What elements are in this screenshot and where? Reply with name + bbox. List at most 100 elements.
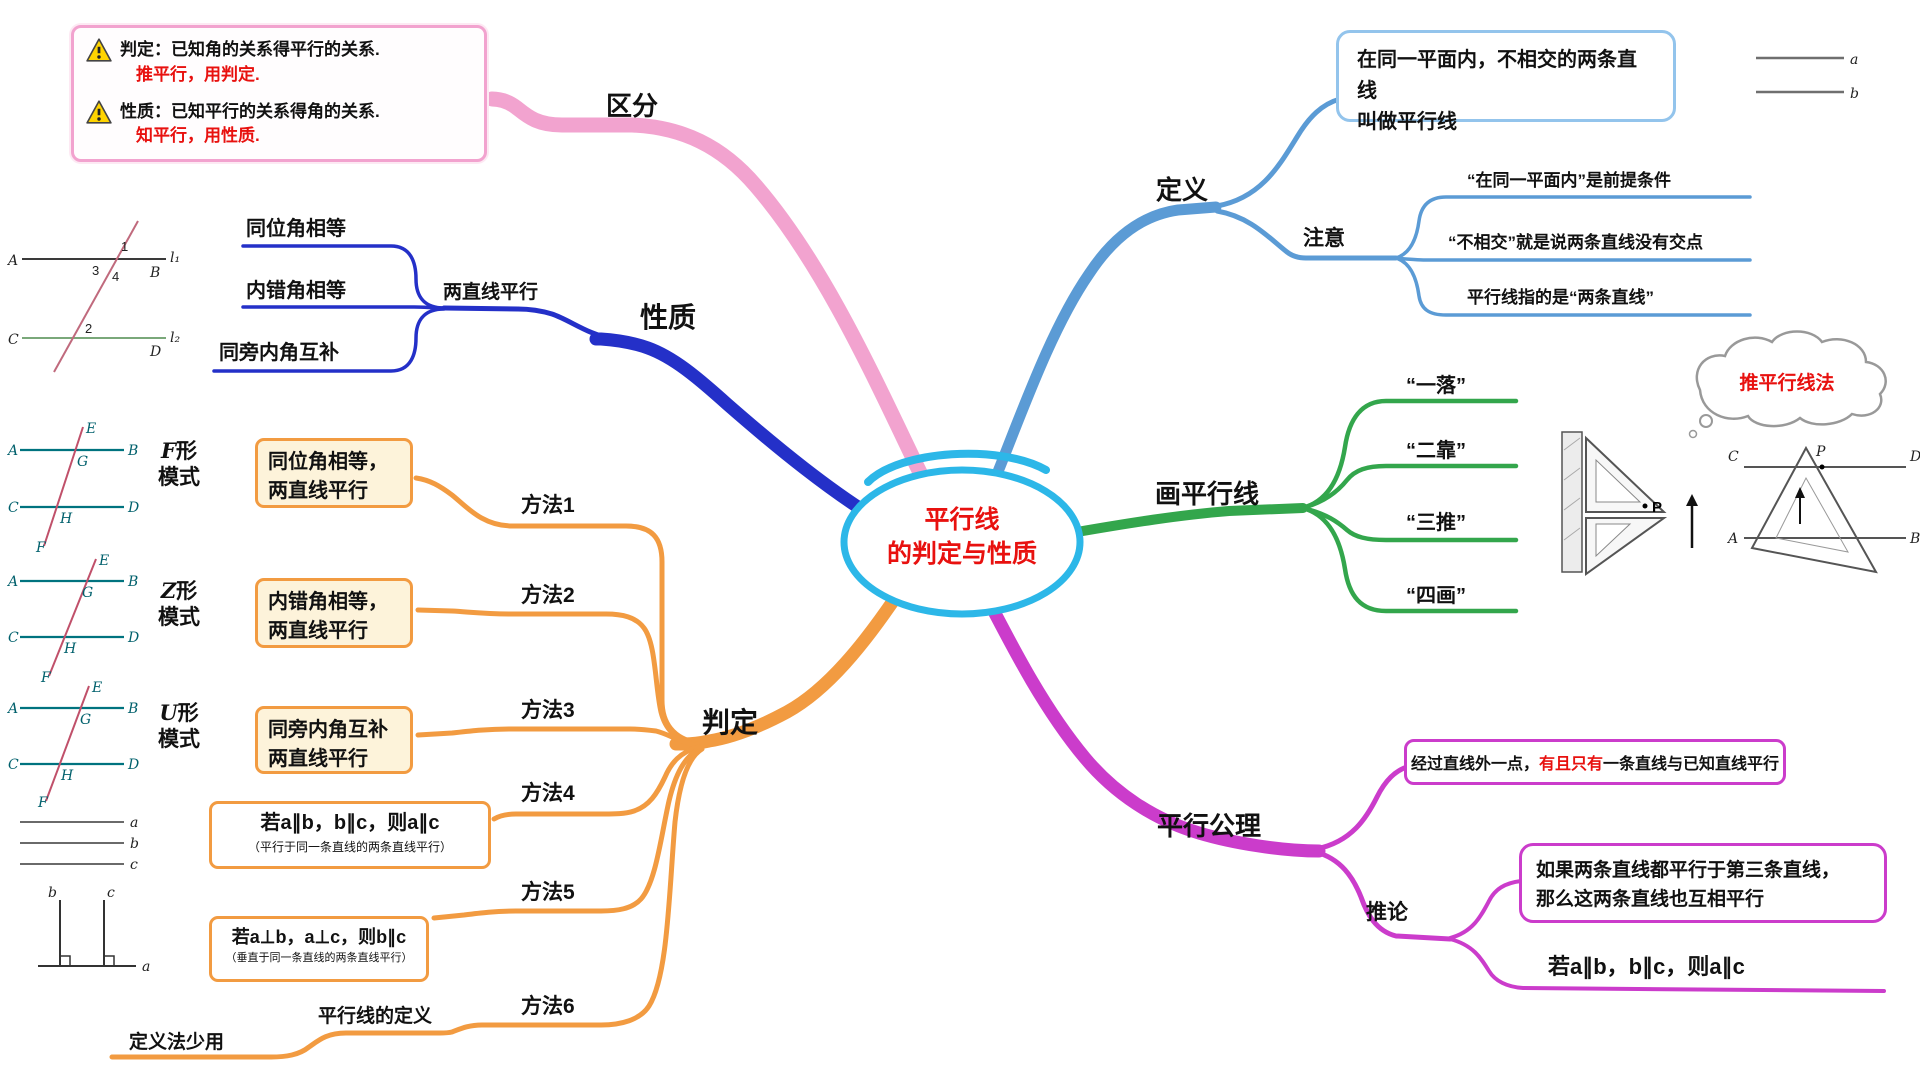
diagram-label: a [130,815,138,831]
item-alternate-angles: 内错角相等 [246,280,346,302]
pattern-z: Z形 模式 [146,578,212,632]
note-premise: “在同一平面内”是前提条件 [1467,171,1671,190]
method-5-label: 方法5 [521,881,575,904]
diagram-label: C [8,500,19,516]
diagram-label: 3 [92,263,99,278]
step-erkao: “二靠” [1406,440,1466,462]
diagram-label: a [1850,52,1858,68]
u-pattern-diagram: A B E G C H D F [6,680,139,811]
pattern-letter: Z [160,578,177,603]
diagram-label: 1 [121,239,128,254]
diagram-label: C [8,630,19,646]
item-corresponding-angles: 同位角相等 [246,218,346,240]
axiom-box: 经过直线外一点，有且只有一条直线与已知直线平行 [1404,739,1786,785]
branch-label-panding: 判定 [702,707,759,738]
method-formula: 若a∥b，b∥c，则a∥c [260,812,440,834]
distinction-note-box: 判定：已知角的关系得平行的关系. 推平行，用判定. 性质：已知平行的关系得角的关… [71,25,487,162]
diagram-label: E [98,553,109,569]
diagram-label: C [1728,449,1739,465]
pattern-suffix: 形 [175,440,197,463]
diagram-label: B [149,265,160,281]
branch-step-3 [1299,505,1519,543]
cloud-text: 推平行线法 [1739,371,1834,394]
node-tuilun: 推论 [1366,901,1408,924]
diagram-label: H [59,511,73,527]
note-text: 性质：已知平行的关系得角的关系. [120,101,380,121]
parallel-ab-diagram: a b [1756,52,1859,102]
diagram-label: G [80,712,91,728]
angles-diagram: A B l₁ C D l₂ 1 3 4 2 [6,220,180,373]
note-text-red: 知平行，用性质. [136,126,260,146]
diagram-label: B [127,701,138,717]
note-row: 性质：已知平行的关系得角的关系. 知平行，用性质. [86,100,472,149]
pattern-suffix: 形 [176,580,198,603]
branch-xingzhi-item1 [241,244,446,310]
branch-label-dingyi: 定义 [1156,175,1209,205]
method-6-label: 方法6 [521,995,575,1018]
diagram-label: F [35,540,47,556]
method-2-label: 方法2 [521,584,575,607]
method-formula: 若a⊥b，a⊥c，则b∥c [231,927,407,947]
diagram-label: B [1909,531,1920,547]
diagram-label: D [127,630,139,646]
branch-method-3 [415,726,698,748]
diagram-label: F [40,670,52,686]
corollary-formula: 若a∥b，b∥c，则a∥c [1548,954,1745,979]
diagram-label: 4 [112,269,119,284]
diagram-label: 2 [85,321,92,336]
method-box-line2: 两直线平行 [268,620,368,642]
diagram-label: P [1652,499,1662,516]
axiom-pre: 经过直线外一点， [1410,756,1539,773]
branch-note-2 [1394,256,1752,262]
branch-qufen [484,91,937,499]
pattern-line2: 模式 [158,606,200,630]
node-zhuyi: 注意 [1303,227,1345,250]
pattern-line2: 模式 [158,728,200,752]
branch-step-1 [1299,398,1519,511]
warning-icon [86,38,112,62]
diagram-label: D [1909,449,1920,465]
pattern-letter: U [159,700,178,725]
abc-lines-diagram: a b c [20,815,139,873]
diagram-label: H [60,768,74,784]
step-sihua: “四画” [1406,585,1466,607]
branch-note-3 [1394,256,1752,317]
center-title-line2: 的判定与性质 [886,539,1037,568]
diagram-label: G [77,454,88,470]
method-box-line1: 同旁内角互补 [268,719,388,741]
node-two-lines-parallel: 两直线平行 [443,282,539,303]
diagram-label: l₁ [170,250,180,266]
definition-box: 在同一平面内，不相交的两条直线 叫做平行线 [1336,30,1676,133]
diagram-label: E [85,421,96,437]
diagram-label: C [8,332,19,348]
method-3-label: 方法3 [521,699,575,722]
cloud-callout: 推平行线法 [1688,330,1887,439]
method-box-5: 若a⊥b，a⊥c，则b∥c （垂直于同一条直线的两条直线平行） [209,916,429,982]
definition-line2: 叫做平行线 [1357,111,1457,133]
diagram-label: b [130,836,139,852]
f-pattern-diagram: A B E G C H D F [6,421,139,556]
diagram-label: b [1850,86,1859,102]
branch-formula [1448,937,1886,993]
pattern-line2: 模式 [158,466,200,490]
method-box-2: 内错角相等， 两直线平行 [255,578,413,648]
branch-axiom [1313,763,1413,852]
method-4-label: 方法4 [521,782,575,805]
diagram-label: P [1815,444,1826,460]
method6-title: 平行线的定义 [318,1006,433,1027]
axiom-post: 一条直线与已知直线平行 [1603,756,1780,773]
branch-note-1 [1394,195,1752,260]
diagram-label: D [127,500,139,516]
perpendicular-diagram: b c a [38,885,150,975]
method-formula-note: （平行于同一条直线的两条直线平行） [247,840,452,854]
branch-label-qufen: 区分 [606,91,659,121]
pattern-u: U形 模式 [146,700,212,754]
diagram-label: A [6,253,18,269]
method-box-3: 同旁内角互补 两直线平行 [255,706,413,774]
definition-line1: 在同一平面内，不相交的两条直线 [1357,49,1637,102]
diagram-label: B [127,443,138,459]
diagram-label: D [127,757,139,773]
diagram-label: c [130,857,138,873]
method-box-4: 若a∥b，b∥c，则a∥c （平行于同一条直线的两条直线平行） [209,801,491,869]
